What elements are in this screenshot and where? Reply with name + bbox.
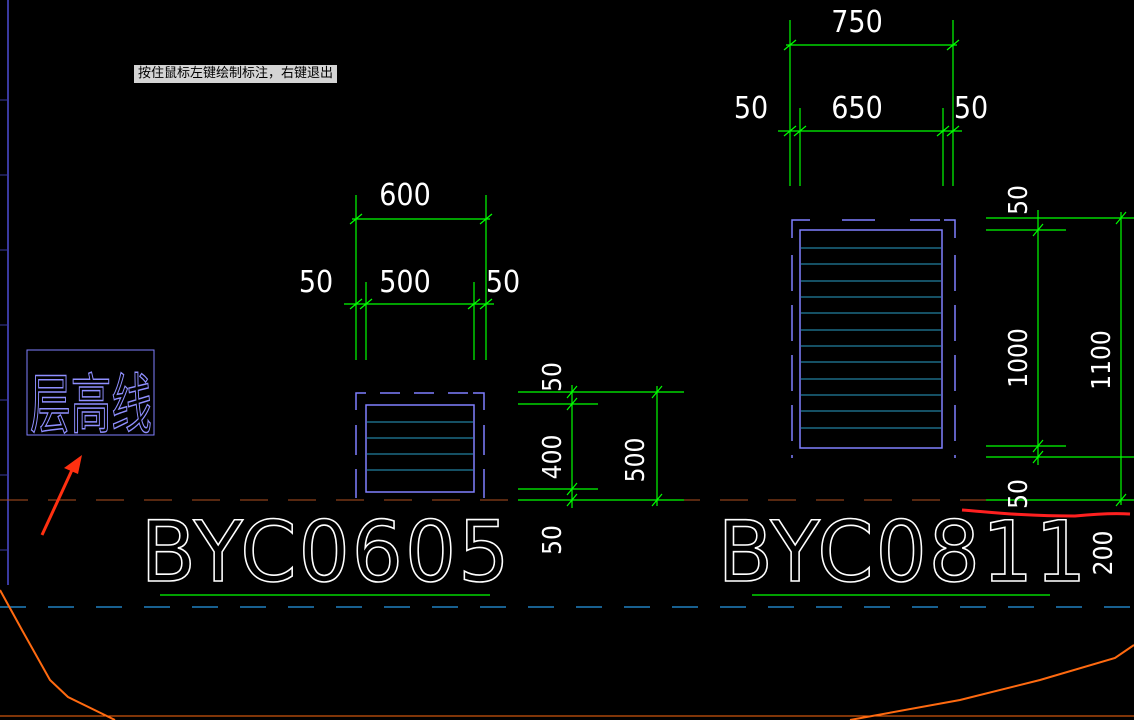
byc0811-left-side: 50 <box>734 91 768 126</box>
site-boundary-curve-right[interactable] <box>849 644 1134 720</box>
arrow-annotation <box>40 455 82 536</box>
byc0605-inner-width: 500 <box>379 265 431 300</box>
byc0605-left-side: 50 <box>299 265 333 300</box>
byc0811-top-margin: 50 <box>1004 185 1034 215</box>
red-underline-annotation <box>961 508 1131 518</box>
byc0605-bottom-margin: 50 <box>538 525 568 555</box>
byc0605-right-side: 50 <box>486 265 520 300</box>
byc0605-height-dimensions <box>518 385 684 508</box>
window-byc0811[interactable]: 750 650 50 50 50 1000 1100 50 <box>717 5 1134 602</box>
byc0811-right-side: 50 <box>954 91 988 126</box>
byc0605-total-height: 500 <box>621 438 651 483</box>
byc0605-top-margin: 50 <box>538 362 568 392</box>
byc0811-label: BYC0811 <box>718 504 1089 601</box>
site-boundary-curve[interactable] <box>0 589 116 720</box>
floor-line-label: 层高线 <box>30 367 152 443</box>
byc0811-height-dimensions <box>986 210 1134 507</box>
floor-line-label-box[interactable]: 层高线 <box>26 349 155 443</box>
byc0811-total-width: 750 <box>831 5 883 40</box>
byc0811-inner-height: 1000 <box>1004 328 1034 388</box>
left-ruler <box>0 0 9 585</box>
byc0811-total-height: 1100 <box>1087 330 1117 390</box>
byc0605-width-dimensions <box>344 195 494 360</box>
byc0811-inner-width: 650 <box>831 91 883 126</box>
drawing-hint-tooltip: 按住鼠标左键绘制标注，右键退出 <box>134 65 338 83</box>
byc0811-extra-height: 200 <box>1089 531 1119 576</box>
byc0811-bottom-margin: 50 <box>1004 479 1034 509</box>
byc0605-inner-height: 400 <box>538 435 568 480</box>
byc0605-total-width: 600 <box>379 178 431 213</box>
byc0605-label: BYC0605 <box>141 504 512 601</box>
byc0811-width-dimensions <box>778 20 962 186</box>
window-byc0605[interactable]: 600 500 50 50 50 400 500 50 <box>140 178 684 602</box>
